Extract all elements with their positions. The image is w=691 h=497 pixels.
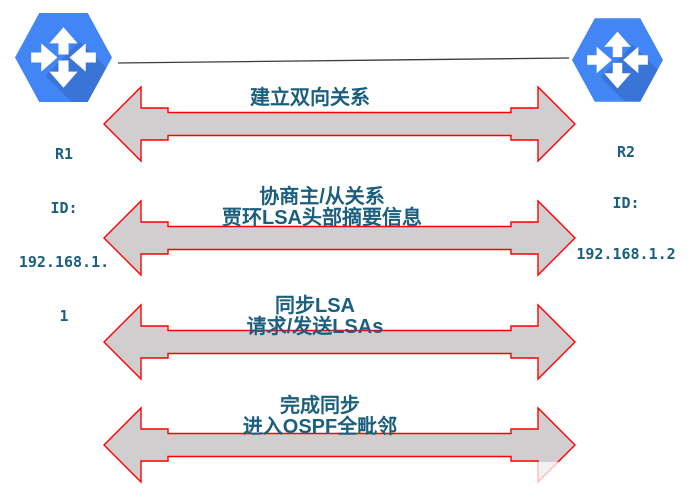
step-2-line-2: 贾环LSA头部摘要信息 [222, 207, 422, 229]
step-3-label: 同步LSA 请求/发送LSAs [95, 296, 535, 338]
step-arrow-2 [103, 199, 576, 277]
router-ip-line1: 192.168.1. [18, 253, 110, 271]
router-id-caption: ID: [50, 199, 78, 217]
router-name: R2 [616, 143, 636, 161]
router-id-caption: ID: [612, 194, 640, 212]
step-3-line-2: 请求/发送LSAs [246, 316, 384, 338]
step-3-line-1: 同步LSA [275, 295, 355, 317]
step-4-line-2: 进入OSPF全毗邻 [242, 416, 398, 438]
white-fade-overlay [400, 462, 691, 497]
router-name: R1 [54, 145, 74, 163]
router-ip-line1: 192.168.1.2 [576, 245, 676, 263]
step-2-line-1: 协商主/从关系 [259, 186, 385, 208]
router-r1-label: R1 ID: 192.168.1. 1 [8, 109, 120, 343]
step-1-label: 建立双向关系 [90, 88, 530, 109]
router-icon [15, 13, 112, 102]
router-icon [572, 18, 663, 102]
step-arrow-1 [103, 85, 576, 163]
step-2-label: 协商主/从关系 贾环LSA头部摘要信息 [102, 187, 542, 229]
step-4-line-1: 完成同步 [280, 395, 360, 417]
router-ip-line2: 1 [59, 307, 69, 325]
step-1-line-1: 建立双向关系 [250, 87, 370, 109]
step-arrow-4 [103, 406, 576, 484]
step-4-label: 完成同步 进入OSPF全毗邻 [100, 396, 540, 438]
router-r2-label: R2 ID: 192.168.1.2 [562, 110, 690, 280]
step-arrow-3 [103, 303, 576, 381]
